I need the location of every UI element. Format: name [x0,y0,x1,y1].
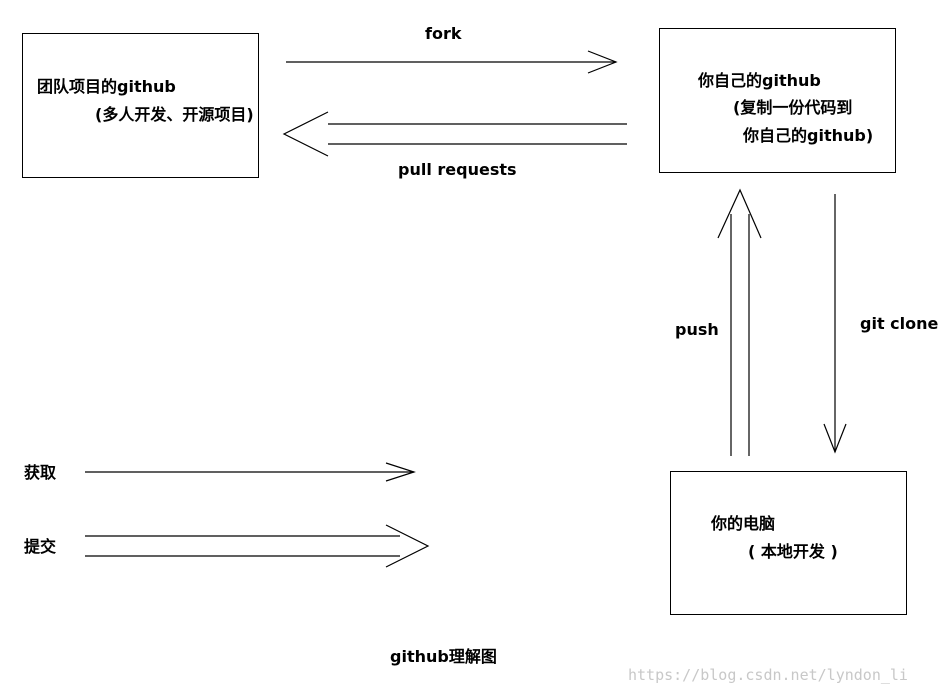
fork-arrow [286,50,618,74]
legend-fetch-arrow [85,462,416,482]
own-repo-note-line1: (复制一份代码到 [733,98,853,117]
watermark: https://blog.csdn.net/lyndon_li [628,666,908,684]
local-pc-box [670,471,907,615]
team-repo-box [22,33,259,178]
pull-requests-label: pull requests [398,160,517,179]
team-repo-title: 团队项目的github [37,77,176,96]
own-repo-note-line2: 你自己的github) [743,126,874,145]
git-clone-label: git clone [860,314,939,333]
own-repo-title: 你自己的github [698,71,821,90]
local-pc-subtitle: ( 本地开发 ) [748,542,838,561]
team-repo-subtitle: (多人开发、开源项目) [95,105,254,124]
fork-label: fork [425,24,462,43]
legend-submit-label: 提交 [24,537,57,556]
pull-requests-arrow [282,111,627,157]
diagram-caption: github理解图 [390,647,497,666]
local-pc-title: 你的电脑 [711,514,776,533]
legend-submit-arrow [85,524,430,568]
push-label: push [675,320,719,339]
push-arrow [717,188,762,456]
own-repo-box [659,28,896,173]
legend-fetch-label: 获取 [24,463,57,482]
git-clone-arrow [823,194,847,454]
